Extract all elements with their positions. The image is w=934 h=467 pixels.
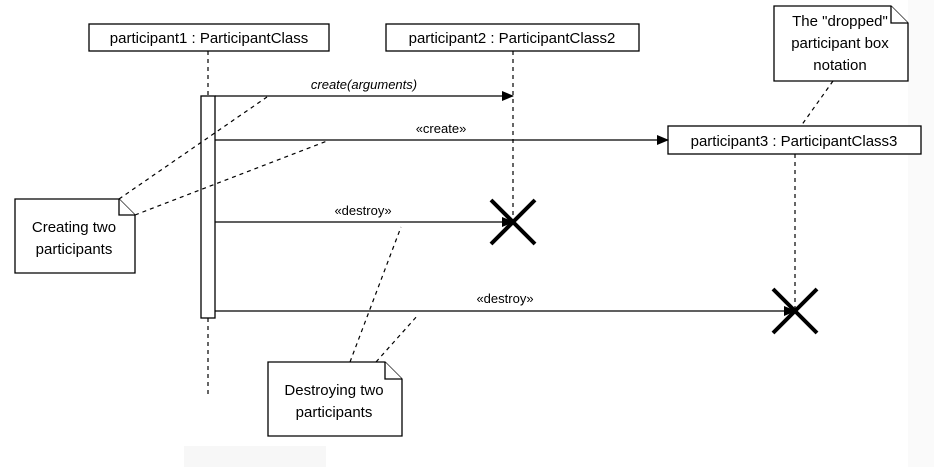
destroy-x-mark-icon [489,198,537,246]
note-dropped-line-1: The "dropped" [792,13,888,30]
participant-1-activation-bar[interactable] [200,95,216,319]
note-creating-fold [118,199,135,216]
note-creating-line-1: Creating two [32,219,116,236]
note-dropped-shape [773,5,909,82]
participant-1[interactable]: participant1 : ParticipantClass [88,23,330,52]
note-destroying-line-1: Destroying two [284,382,383,399]
note-destroying-participants[interactable]: Destroying two participants [267,361,403,437]
participant-3[interactable]: participant3 : ParticipantClass3 [667,125,922,155]
note-dropped-line-2: participant box [791,35,889,52]
note-destroying-shape [267,361,403,437]
participant-2-box[interactable] [385,23,640,52]
participant-3-label: participant3 : ParticipantClass3 [691,133,898,150]
message-destroy-3-label: «destroy» [476,291,533,306]
note-destroying-connector [349,226,402,363]
note-creating-participants[interactable]: Creating two participants [14,198,136,274]
message-destroy-2-label: «destroy» [334,203,391,218]
message-create-label: «create» [416,121,467,136]
note-dropped-fold [890,6,908,24]
participant-2-label: participant2 : ParticipantClass2 [409,30,616,47]
note-creating-connector [118,96,268,200]
destroy-x-mark-icon [771,287,819,335]
note-dropped-connector [800,80,834,127]
note-destroying-line-2: participants [296,404,373,421]
note-creating-line-2: participants [36,241,113,258]
note-creating-connector [134,140,328,216]
participant-1-label: participant1 : ParticipantClass [110,30,308,47]
message-create-arguments-label: create(arguments) [311,77,417,92]
note-dropped-line-3: notation [813,57,866,74]
note-destroying-connector [375,314,419,363]
participant-2[interactable]: participant2 : ParticipantClass2 [385,23,640,52]
participant-1-box[interactable] [88,23,330,52]
note-destroying-fold [384,362,402,380]
note-creating-shape [14,198,136,274]
note-dropped-notation[interactable]: The "dropped" participant box notation [773,5,909,82]
background-strip-bottom [184,446,326,467]
background-strip-right [908,0,934,467]
